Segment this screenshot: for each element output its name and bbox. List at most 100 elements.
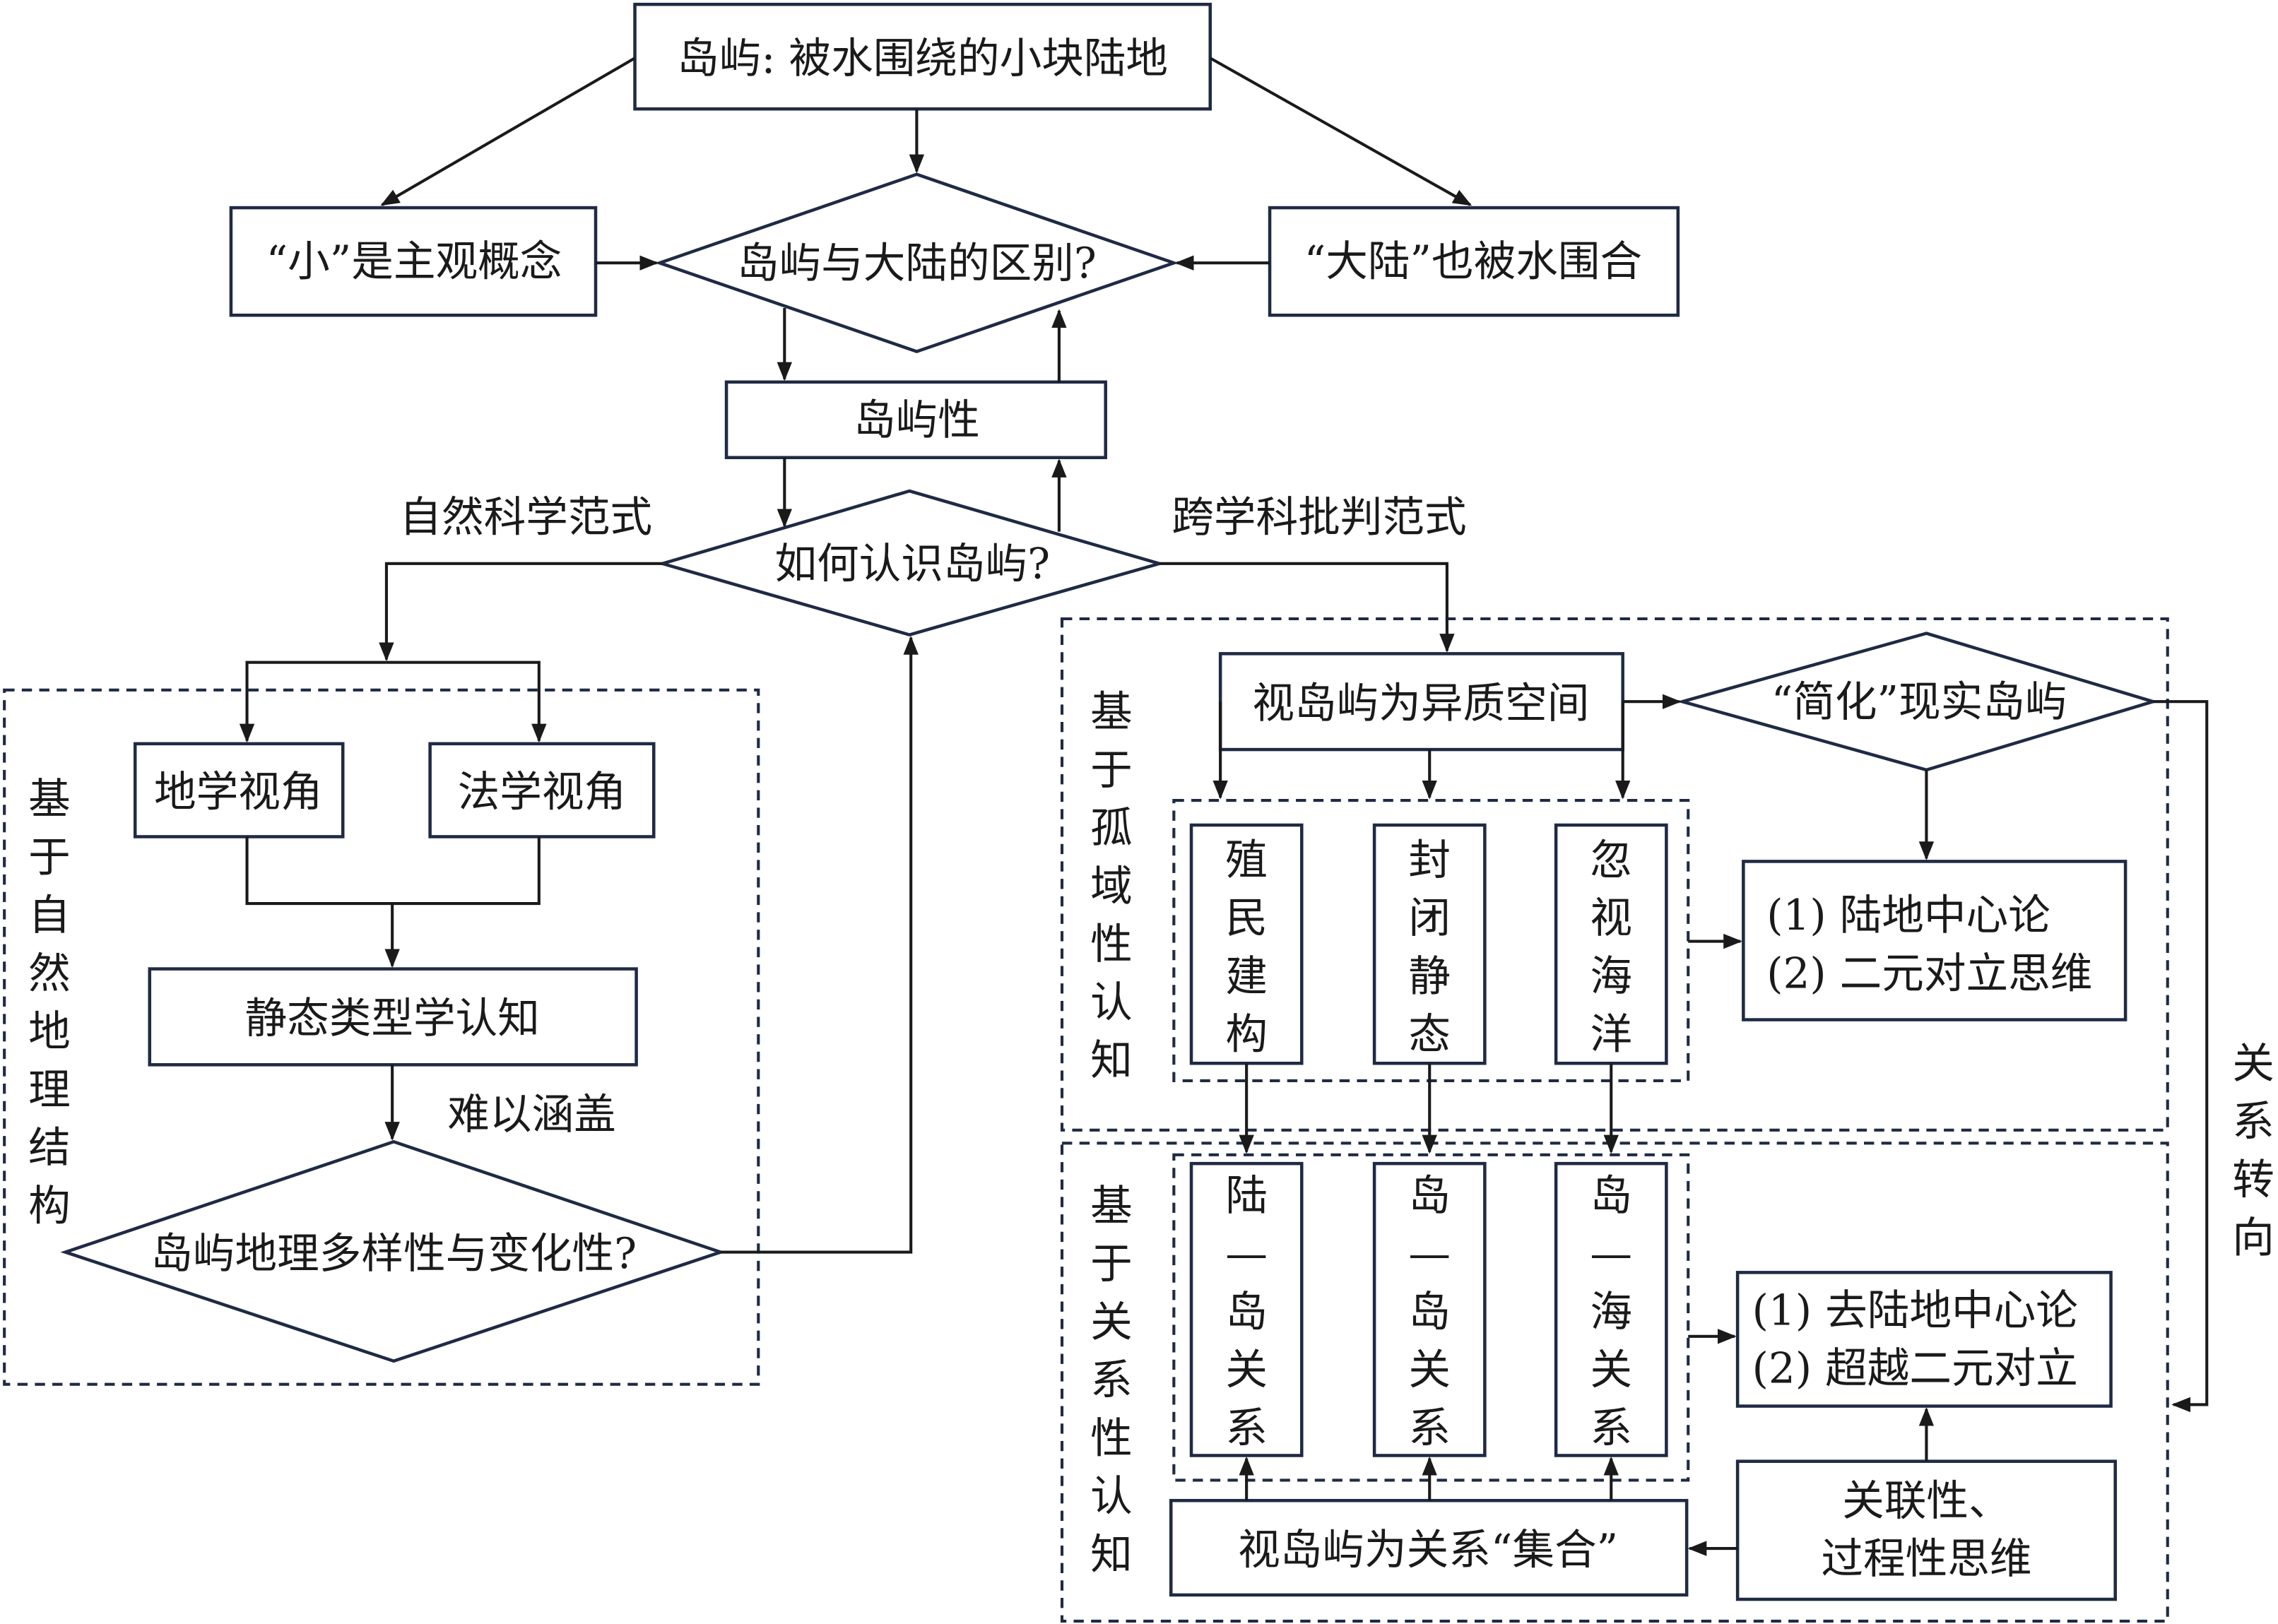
svg-text:构: 构 xyxy=(28,1182,71,1231)
small-subjective-label: “小”是主观概念 xyxy=(266,238,562,287)
critical-paradigm-label: 跨学科批判范式 xyxy=(1172,494,1466,543)
svg-text:知: 知 xyxy=(1090,1037,1133,1086)
simplify-label: “简化”现实岛屿 xyxy=(1771,678,2067,727)
merge-geo-law xyxy=(245,836,541,906)
relational-group-label: 基 于 关 系 性 认 知 xyxy=(1090,1182,1133,1579)
arrow-branch-to-geo xyxy=(239,660,386,743)
svg-text:关: 关 xyxy=(1225,1346,1268,1395)
land-centrism-label: (1) 陆地中心论 xyxy=(1766,891,2050,940)
arrow-branch-to-law xyxy=(386,660,547,743)
svg-text:理: 理 xyxy=(28,1066,71,1115)
svg-text:认: 认 xyxy=(1090,1473,1133,1522)
svg-text:结: 结 xyxy=(28,1124,71,1173)
relational-cognition-frame xyxy=(1060,1142,2169,1623)
islandness-node: 岛屿性 xyxy=(724,380,1107,460)
svg-text:闭: 闭 xyxy=(1408,894,1451,943)
svg-text:过程性思维: 过程性思维 xyxy=(1821,1535,2031,1584)
svg-text:岛: 岛 xyxy=(1408,1288,1451,1336)
natural-science-paradigm-label: 自然科学范式 xyxy=(399,494,652,543)
island-island-relation-column: 岛 — 岛 关 系 xyxy=(1372,1161,1487,1457)
heterogeneous-space-node: 视岛屿为异质空间 xyxy=(1218,652,1624,752)
svg-text:关: 关 xyxy=(1408,1346,1451,1395)
svg-text:关: 关 xyxy=(2232,1040,2274,1089)
natural-structure-frame xyxy=(3,688,760,1386)
arrow-relational-turn xyxy=(2153,700,2209,1413)
svg-text:域: 域 xyxy=(1090,863,1133,911)
svg-text:知: 知 xyxy=(1090,1531,1133,1579)
svg-text:民: 民 xyxy=(1225,894,1268,943)
svg-text:陆: 陆 xyxy=(1225,1172,1268,1221)
geo-view-label: 地学视角 xyxy=(154,768,322,817)
svg-text:基: 基 xyxy=(1090,688,1133,737)
natural-structure-group-label: 基 于 自 然 地 理 结 构 xyxy=(28,776,71,1231)
closed-static-column: 封 闭 静 态 xyxy=(1372,823,1487,1065)
relations-set-node: 视岛屿为关系“集合” xyxy=(1169,1498,1689,1597)
svg-text:性: 性 xyxy=(1090,1414,1133,1463)
svg-text:视: 视 xyxy=(1590,894,1632,943)
isolation-cognition-frame xyxy=(1060,617,2169,1132)
svg-text:系: 系 xyxy=(1090,1356,1133,1405)
svg-text:自: 自 xyxy=(28,891,71,940)
static-typology-label: 静态类型学认知 xyxy=(244,995,539,1043)
svg-text:岛: 岛 xyxy=(1408,1172,1451,1221)
connectors xyxy=(239,57,2209,1556)
svg-text:—: — xyxy=(1408,1230,1451,1279)
svg-text:孤: 孤 xyxy=(1090,805,1133,853)
relations-set-label: 视岛屿为关系“集合” xyxy=(1238,1527,1618,1575)
svg-text:于: 于 xyxy=(1090,1240,1133,1289)
small-subjective-node: “小”是主观概念 xyxy=(229,206,598,317)
svg-text:于: 于 xyxy=(28,834,71,882)
svg-text:忽: 忽 xyxy=(1590,836,1632,885)
svg-text:系: 系 xyxy=(1225,1404,1268,1453)
top-definition-label: 岛屿: 被水围绕的小块陆地 xyxy=(677,35,1168,83)
svg-text:关联性、: 关联性、 xyxy=(1842,1477,2010,1526)
isolation-group-label: 基 于 孤 域 性 认 知 xyxy=(1090,688,1133,1086)
hard-to-cover-label: 难以涵盖 xyxy=(447,1091,615,1139)
binary-thinking-label: (2) 二元对立思维 xyxy=(1766,949,2092,998)
svg-text:向: 向 xyxy=(2232,1214,2274,1263)
land-island-relation-column: 陆 — 岛 关 系 xyxy=(1189,1161,1304,1457)
svg-text:系: 系 xyxy=(2232,1098,2274,1146)
mainland-water-label: “大陆”也被水围合 xyxy=(1304,238,1642,287)
mainland-water-node: “大陆”也被水围合 xyxy=(1268,206,1680,317)
svg-text:洋: 洋 xyxy=(1590,1011,1632,1060)
diversity-question-diamond: 岛屿地理多样性与变化性? xyxy=(60,1139,726,1363)
arrow-how-to-natural xyxy=(379,562,663,662)
svg-text:地: 地 xyxy=(28,1008,71,1057)
svg-text:封: 封 xyxy=(1408,836,1451,885)
svg-text:于: 于 xyxy=(1090,746,1133,795)
arrow-diversity-to-how xyxy=(720,636,919,1254)
arrow-how-to-critical xyxy=(1159,562,1455,653)
svg-text:基: 基 xyxy=(28,776,71,824)
svg-text:基: 基 xyxy=(1090,1182,1133,1231)
svg-text:转: 转 xyxy=(2232,1156,2274,1204)
svg-text:认: 认 xyxy=(1090,978,1133,1027)
svg-text:殖: 殖 xyxy=(1225,836,1268,885)
svg-text:海: 海 xyxy=(1590,1288,1632,1336)
svg-text:然: 然 xyxy=(28,949,71,998)
svg-text:系: 系 xyxy=(1590,1404,1632,1453)
how-to-know-label: 如何认识岛屿? xyxy=(774,540,1050,588)
svg-text:性: 性 xyxy=(1090,920,1133,969)
svg-text:静: 静 xyxy=(1408,952,1451,1001)
diversity-question-label: 岛屿地理多样性与变化性? xyxy=(151,1230,637,1279)
colonial-construction-column: 殖 民 建 构 xyxy=(1189,823,1304,1065)
difference-question-diamond: 岛屿与大陆的区别? xyxy=(654,172,1179,354)
svg-text:关: 关 xyxy=(1590,1346,1632,1395)
svg-text:构: 构 xyxy=(1225,1011,1268,1060)
svg-text:态: 态 xyxy=(1408,1011,1451,1060)
geo-view-node: 地学视角 xyxy=(133,742,345,838)
relational-turn-label: 关 系 转 向 xyxy=(2232,1040,2274,1263)
svg-text:关: 关 xyxy=(1090,1298,1133,1347)
svg-text:—: — xyxy=(1225,1230,1268,1279)
svg-text:建: 建 xyxy=(1225,952,1268,1001)
arrow-top-to-small xyxy=(380,57,636,206)
island-ocean-relation-column: 岛 — 海 关 系 xyxy=(1554,1161,1668,1457)
heterogeneous-space-label: 视岛屿为异质空间 xyxy=(1252,680,1589,728)
simplify-diamond: “简化”现实岛屿 xyxy=(1676,632,2159,772)
svg-text:—: — xyxy=(1590,1230,1632,1279)
beyond-binary-label: (2) 超越二元对立 xyxy=(1752,1345,2078,1394)
ignore-ocean-column: 忽 视 海 洋 xyxy=(1554,823,1668,1065)
static-typology-node: 静态类型学认知 xyxy=(148,967,638,1067)
isolation-results-node: (1) 陆地中心论 (2) 二元对立思维 xyxy=(1742,860,2127,1021)
